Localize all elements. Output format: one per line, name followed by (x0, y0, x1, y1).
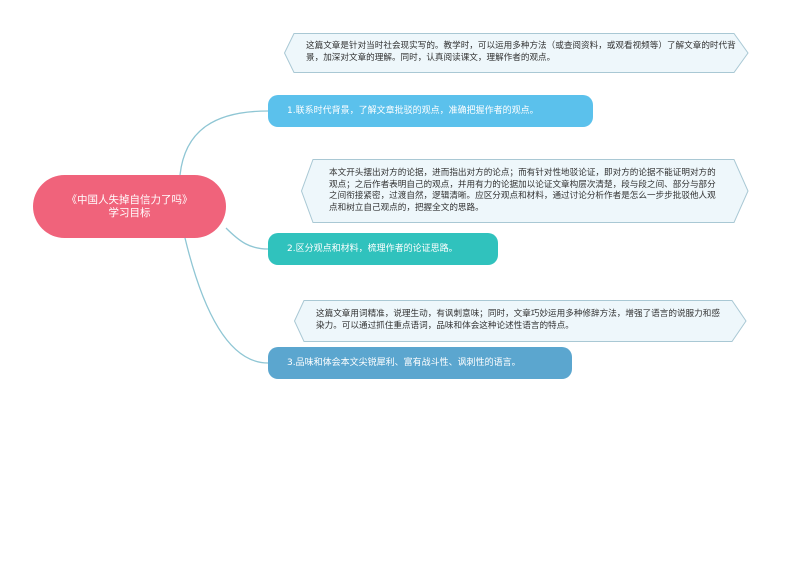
note-1[interactable]: 这篇文章是针对当时社会现实写的。教学时，可以运用多种方法（或查阅资料，或观看视频… (284, 33, 749, 73)
note-2[interactable]: 本文开头摆出对方的论据，进而指出对方的论点；而有针对性地驳论证，即对方的论据不能… (301, 159, 749, 223)
root-title: 《中国人失掉自信力了吗》 (66, 193, 193, 206)
branch-2-node[interactable]: 2.区分观点和材料，梳理作者的论证思路。 (268, 233, 498, 265)
note-1-text: 这篇文章是针对当时社会现实写的。教学时，可以运用多种方法（或查阅资料，或观看视频… (306, 41, 736, 63)
note-3-callout-shape (294, 300, 747, 342)
branch-3-node[interactable]: 3.品味和体会本文尖锐犀利、富有战斗性、讽刺性的语言。 (268, 347, 572, 379)
note-1-callout-shape (284, 33, 749, 73)
branch-1-node[interactable]: 1.联系时代背景，了解文章批驳的观点，准确把握作者的观点。 (268, 95, 593, 127)
connector-root-branch2 (225, 227, 269, 250)
note-2-callout-shape (301, 159, 749, 223)
branch-1-label: 1.联系时代背景，了解文章批驳的观点，准确把握作者的观点。 (287, 106, 539, 116)
note-2-text: 本文开头摆出对方的论据，进而指出对方的论点；而有针对性地驳论证，即对方的论据不能… (329, 168, 716, 213)
root-node[interactable]: 《中国人失掉自信力了吗》 学习目标 (33, 175, 226, 238)
connector-root-branch3 (184, 237, 269, 364)
note-3-text: 这篇文章用词精准，说理生动，有讽刺意味；同时，文章巧妙运用多种修辞方法，增强了语… (316, 309, 720, 331)
root-subtitle: 学习目标 (108, 206, 151, 219)
connector-root-branch1 (179, 110, 269, 176)
branch-3-label: 3.品味和体会本文尖锐犀利、富有战斗性、讽刺性的语言。 (287, 358, 521, 368)
note-3[interactable]: 这篇文章用词精准，说理生动，有讽刺意味；同时，文章巧妙运用多种修辞方法，增强了语… (294, 300, 747, 342)
branch-2-label: 2.区分观点和材料，梳理作者的论证思路。 (287, 244, 458, 254)
